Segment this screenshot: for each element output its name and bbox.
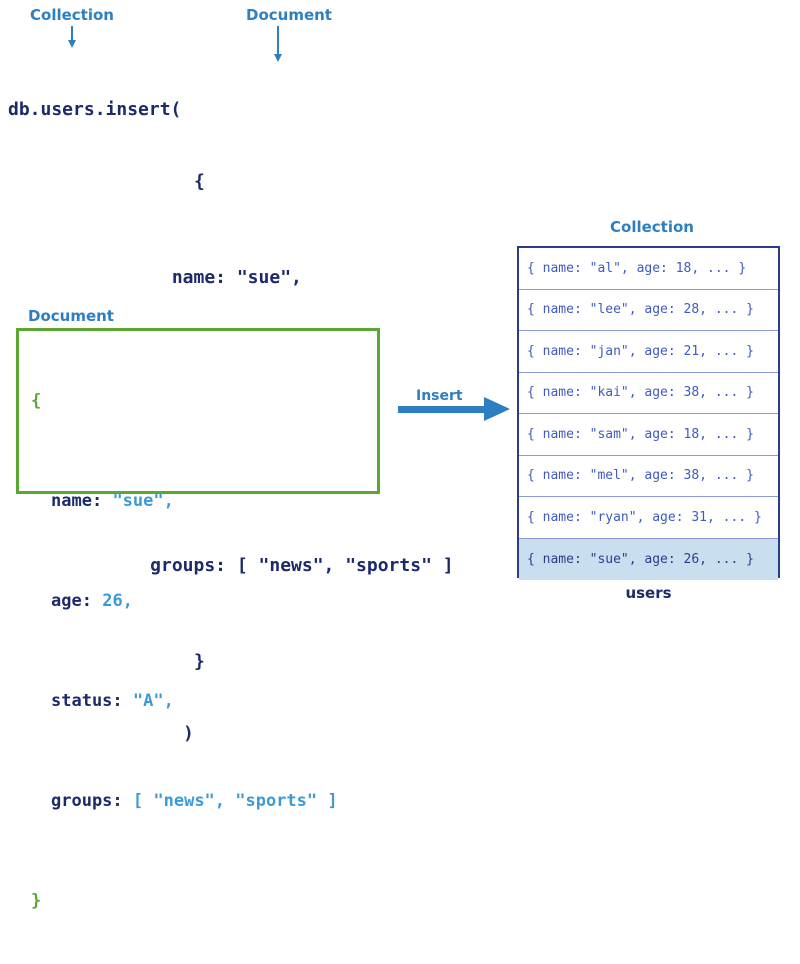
collection-row[interactable]: { name: "ryan", age: 31, ... }	[519, 497, 778, 539]
collection-row[interactable]: { name: "sam", age: 18, ... }	[519, 414, 778, 456]
callout-label-document-top: Document	[246, 6, 332, 24]
collection-row-inserted[interactable]: { name: "sue", age: 26, ... }	[519, 538, 778, 580]
document-line-age: age: 26,	[31, 589, 338, 614]
document-value-name: "sue",	[112, 491, 174, 511]
collection-row[interactable]: { name: "al", age: 18, ... }	[519, 248, 778, 290]
document-key-age: age:	[51, 591, 92, 611]
document-line-name: name: "sue",	[31, 489, 338, 514]
code-line-call: db.users.insert(	[8, 99, 182, 120]
document-close-brace: }	[31, 891, 42, 911]
document-key-name: name:	[51, 491, 103, 511]
arrow-shaft	[277, 26, 279, 56]
arrow-shaft	[71, 26, 73, 42]
code-value-groups: [ "news", "sports" ]	[236, 555, 454, 576]
document-value-status: "A",	[132, 691, 174, 711]
insert-arrow-label: Insert	[416, 388, 463, 404]
document-value-groups: [ "news", "sports" ]	[132, 791, 338, 811]
collection-name-label: users	[625, 584, 672, 602]
code-key-groups: groups:	[150, 555, 226, 576]
code-line-open-brace: {	[194, 171, 205, 192]
arrow-head	[68, 40, 76, 48]
collection-list: { name: "al", age: 18, ... } { name: "le…	[517, 246, 780, 580]
collection-list-label: Collection	[610, 218, 694, 236]
document-line-status: status: "A",	[31, 689, 338, 714]
collection-row[interactable]: { name: "kai", age: 38, ... }	[519, 373, 778, 414]
code-key-name: name:	[171, 267, 226, 288]
collection-row[interactable]: { name: "mel", age: 38, ... }	[519, 456, 778, 497]
arrow-head	[274, 54, 282, 62]
collection-row[interactable]: { name: "lee", age: 28, ... }	[519, 290, 778, 331]
right-arrow-icon-head	[484, 397, 510, 421]
document-key-status: status:	[51, 691, 123, 711]
code-line-field-name: name: "sue",	[8, 266, 454, 290]
right-arrow-icon-shaft	[398, 406, 486, 413]
document-box: { name: "sue", age: 26, status: "A", gro…	[16, 328, 380, 911]
document-line-groups: groups: [ "news", "sports" ]	[31, 789, 338, 814]
document-code: { name: "sue", age: 26, status: "A", gro…	[31, 339, 338, 964]
document-key-groups: groups:	[51, 791, 123, 811]
collection-row[interactable]: { name: "jan", age: 21, ... }	[519, 331, 778, 373]
document-box-label: Document	[28, 307, 114, 325]
code-line-field-groups: groups: [ "news", "sports" ]	[8, 554, 454, 578]
document-value-age: 26,	[102, 591, 133, 611]
code-value-name: "sue",	[236, 267, 302, 288]
document-open-brace: {	[31, 391, 42, 411]
callout-label-collection-top: Collection	[30, 6, 114, 24]
